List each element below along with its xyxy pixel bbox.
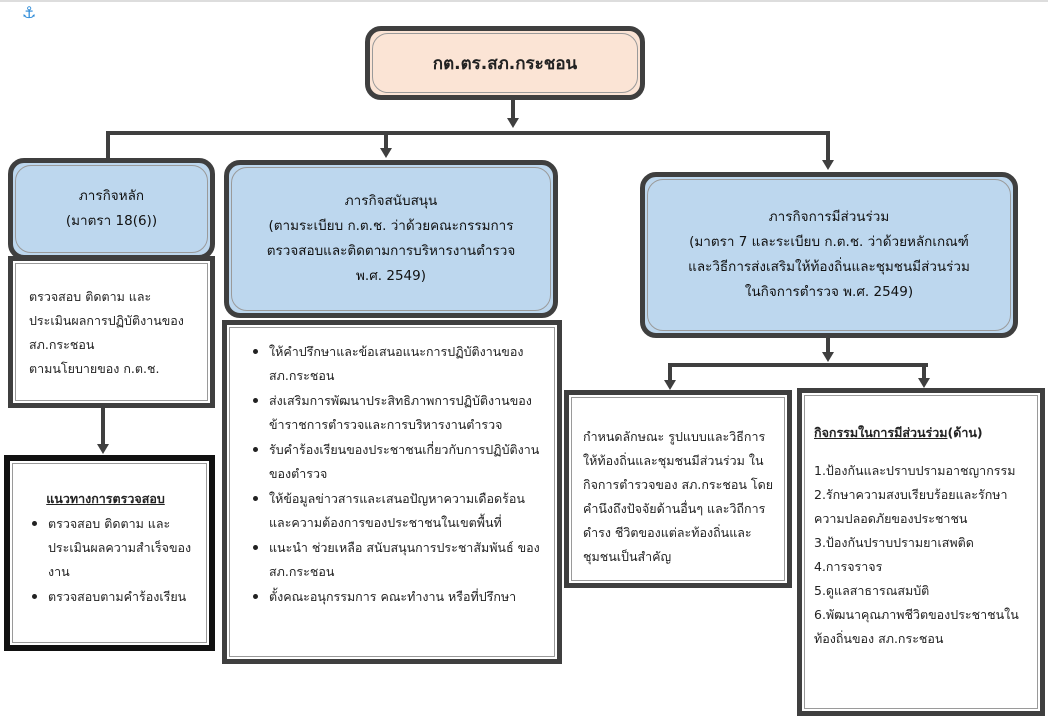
support-item: แนะนำ ช่วยเหลือ สนับสนุนการประชาสัมพันธ์…: [269, 535, 543, 584]
description-line: ตรวจสอบ ติดตาม และ: [29, 289, 152, 304]
inspection-item: ตรวจสอบ ติดตาม และประเมินผลความสำเร็จของ…: [48, 511, 201, 584]
inspection-guidelines: แนวทางการตรวจสอบ ตรวจสอบ ติดตาม และประเม…: [4, 455, 215, 651]
inspection-item: ตรวจสอบตามคำร้องเรียน: [48, 584, 201, 609]
connector: [668, 363, 928, 367]
support-item: รับคำร้องเรียนของประชาชนเกี่ยวกับการปฏิบ…: [269, 437, 543, 486]
support-mission-subtitle: (ตามระเบียบ ก.ต.ช. ว่าด้วยคณะกรรมการ: [268, 218, 514, 234]
support-item: ให้คำปรึกษาและข้อเสนอแนะการปฏิบัติงานของ…: [269, 339, 543, 388]
activities-title: กิจกรรมในการมีส่วนร่วม: [814, 425, 948, 440]
activity-item: 1.ป้องกันและปราบปรามอาชญากรรม: [814, 463, 1016, 478]
arrow-icon: [822, 160, 834, 170]
participation-method-text: กำหนดลักษณะ รูปแบบและวิธีการให้ท้องถิ่นแ…: [583, 429, 774, 564]
participation-mission-title: ภารกิจการมีส่วนร่วม: [768, 209, 890, 225]
main-mission-subtitle: (มาตรา 18(6)): [65, 213, 158, 229]
participation-mission-subtitle: และวิธีการส่งเสริมให้ท้องถิ่นและชุมชนมีส…: [688, 259, 970, 275]
arrow-icon: [918, 378, 930, 388]
top-ruler: [0, 0, 1048, 2]
support-item: ให้ข้อมูลข่าวสารและเสนอปัญหาความเดือดร้อ…: [269, 486, 543, 535]
support-item: ตั้งคณะอนุกรรมการ คณะทำงาน หรือที่ปรึกษา: [269, 584, 543, 609]
participation-method: กำหนดลักษณะ รูปแบบและวิธีการให้ท้องถิ่นแ…: [564, 390, 792, 588]
arrow-icon: [507, 118, 519, 128]
connector: [101, 407, 105, 445]
activities-title-suffix: (ด้าน): [947, 425, 983, 440]
support-mission-title: ภารกิจสนับสนุน: [344, 193, 438, 209]
arrow-icon: [97, 444, 109, 454]
main-mission-title: ภารกิจหลัก: [78, 188, 145, 204]
activity-item: 2.รักษาความสงบเรียบร้อยและรักษาความปลอดภ…: [814, 487, 1008, 526]
main-mission-description: ตรวจสอบ ติดตาม และ ประเมินผลการปฏิบัติงา…: [8, 256, 215, 408]
activity-item: 4.การจราจร: [814, 559, 883, 574]
anchor-icon[interactable]: ⚓: [22, 3, 37, 22]
main-mission-node: ภารกิจหลัก (มาตรา 18(6)): [8, 158, 215, 260]
participation-mission-subtitle: (มาตรา 7 และระเบียบ ก.ต.ช. ว่าด้วยหลักเก…: [689, 234, 969, 250]
support-item: ส่งเสริมการพัฒนาประสิทธิภาพการปฏิบัติงาน…: [269, 388, 543, 437]
support-mission-list: ให้คำปรึกษาและข้อเสนอแนะการปฏิบัติงานของ…: [222, 320, 562, 664]
support-mission-subtitle: พ.ศ. 2549): [356, 268, 426, 284]
connector: [668, 363, 672, 380]
description-line: สภ.กระชอน: [29, 337, 95, 352]
support-mission-subtitle: ตรวจสอบและติดตามการบริหารงานตำรวจ: [266, 243, 516, 259]
description-line: ตามนโยบายของ ก.ต.ช.: [29, 361, 160, 376]
participation-mission-subtitle: ในกิจการตำรวจ พ.ศ. 2549): [744, 284, 914, 300]
support-mission-node: ภารกิจสนับสนุน (ตามระเบียบ ก.ต.ช. ว่าด้ว…: [224, 160, 558, 318]
connector: [511, 100, 515, 120]
arrow-icon: [822, 352, 834, 362]
top-node: กต.ตร.สภ.กระชอน: [365, 26, 645, 100]
connector: [384, 131, 388, 149]
connector: [106, 131, 830, 135]
activity-item: 3.ป้องกันปราบปรามยาเสพติด: [814, 535, 974, 550]
top-node-title: กต.ตร.สภ.กระชอน: [432, 53, 578, 74]
connector: [922, 363, 926, 378]
participation-activities: กิจกรรมในการมีส่วนร่วม(ด้าน) 1.ป้องกันแล…: [797, 388, 1045, 716]
description-line: ประเมินผลการปฏิบัติงานของ: [29, 313, 184, 328]
participation-mission-node: ภารกิจการมีส่วนร่วม (มาตรา 7 และระเบียบ …: [640, 172, 1018, 338]
connector: [106, 131, 110, 161]
connector: [826, 338, 830, 356]
connector: [826, 131, 830, 161]
arrow-icon: [664, 380, 676, 390]
arrow-icon: [380, 148, 392, 158]
activity-item: 5.ดูแลสาธารณสมบัติ: [814, 583, 930, 598]
activity-item: 6.พัฒนาคุณภาพชีวิตของประชาชนในท้องถิ่นขอ…: [814, 607, 1019, 646]
inspection-title: แนวทางการตรวจสอบ: [46, 491, 165, 506]
